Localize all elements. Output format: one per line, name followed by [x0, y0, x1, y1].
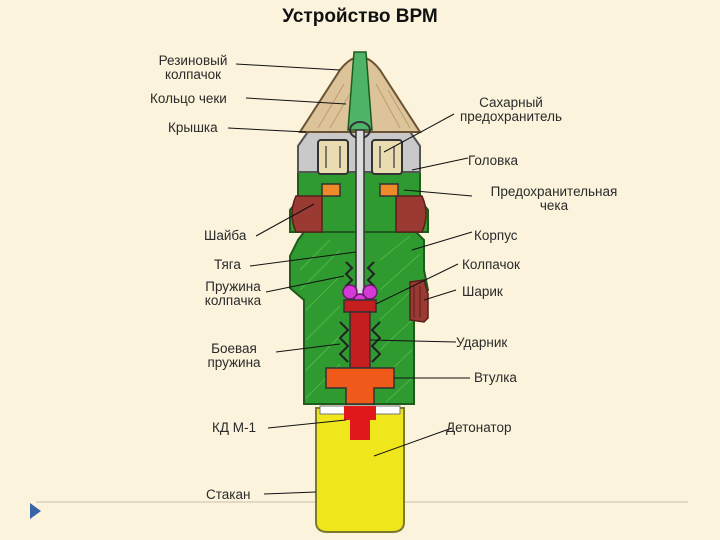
washer-left: [291, 195, 323, 233]
label-sugar-fuse-line1: Сахарный: [479, 95, 543, 110]
label-safety-pin-line2: чека: [539, 198, 569, 213]
label-rubber-cap: Резиновый колпачок: [150, 54, 236, 82]
ball-right: [362, 284, 378, 300]
label-detonator: Детонатор: [446, 420, 512, 435]
leader-lines: [227, 63, 473, 495]
label-safety-pin-line1: Предохранительная: [490, 184, 618, 199]
striker-shape: [349, 311, 371, 369]
safety-pin-right: [379, 183, 399, 197]
label-sugar-fuse-line2: предохранитель: [459, 109, 563, 124]
label-kd: КД М-1: [212, 420, 257, 435]
label-sleeve: Втулка: [474, 370, 517, 385]
label-cap-spring-line1: Пружина: [205, 279, 261, 294]
kd-m1-shape: [344, 406, 376, 440]
cup-shape: [315, 407, 405, 533]
label-rod: Тяга: [214, 257, 241, 272]
main-spring-right: [370, 321, 382, 363]
label-main-spring-line2: пружина: [207, 355, 261, 370]
label-cap-spring: Пружина колпачка: [196, 280, 270, 308]
label-rubber-cap-line1: Резиновый: [158, 53, 228, 68]
label-ball: Шарик: [462, 284, 503, 299]
label-cup: Стакан: [206, 487, 251, 502]
label-safety-pin: Предохранительная чека: [474, 185, 634, 213]
cap-shape: [343, 299, 377, 313]
label-lid: Крышка: [168, 120, 218, 135]
page-title: Устройство ВРМ: [282, 6, 438, 27]
label-body: Корпус: [474, 228, 518, 243]
label-head: Головка: [468, 153, 519, 168]
label-main-spring-line1: Боевая: [211, 341, 257, 356]
label-sugar-fuse: Сахарный предохранитель: [448, 96, 574, 124]
label-washer: Шайба: [204, 228, 247, 243]
washer-right: [395, 195, 427, 233]
ball-left: [342, 284, 358, 300]
label-cap: Колпачок: [462, 257, 520, 272]
sleeve-shape: [325, 367, 395, 405]
triangle-right-icon[interactable]: [30, 503, 41, 519]
label-pin-ring: Кольцо чеки: [150, 91, 227, 106]
safety-pin-left: [321, 183, 341, 197]
sugar-fuse-left: [317, 139, 349, 175]
main-spring-left: [338, 321, 350, 363]
label-main-spring: Боевая пружина: [200, 342, 268, 370]
label-rubber-cap-line2: колпачок: [164, 67, 222, 82]
label-cap-spring-line2: колпачка: [204, 293, 262, 308]
label-striker: Ударник: [456, 335, 508, 350]
pin-ring-stem: [347, 51, 373, 131]
